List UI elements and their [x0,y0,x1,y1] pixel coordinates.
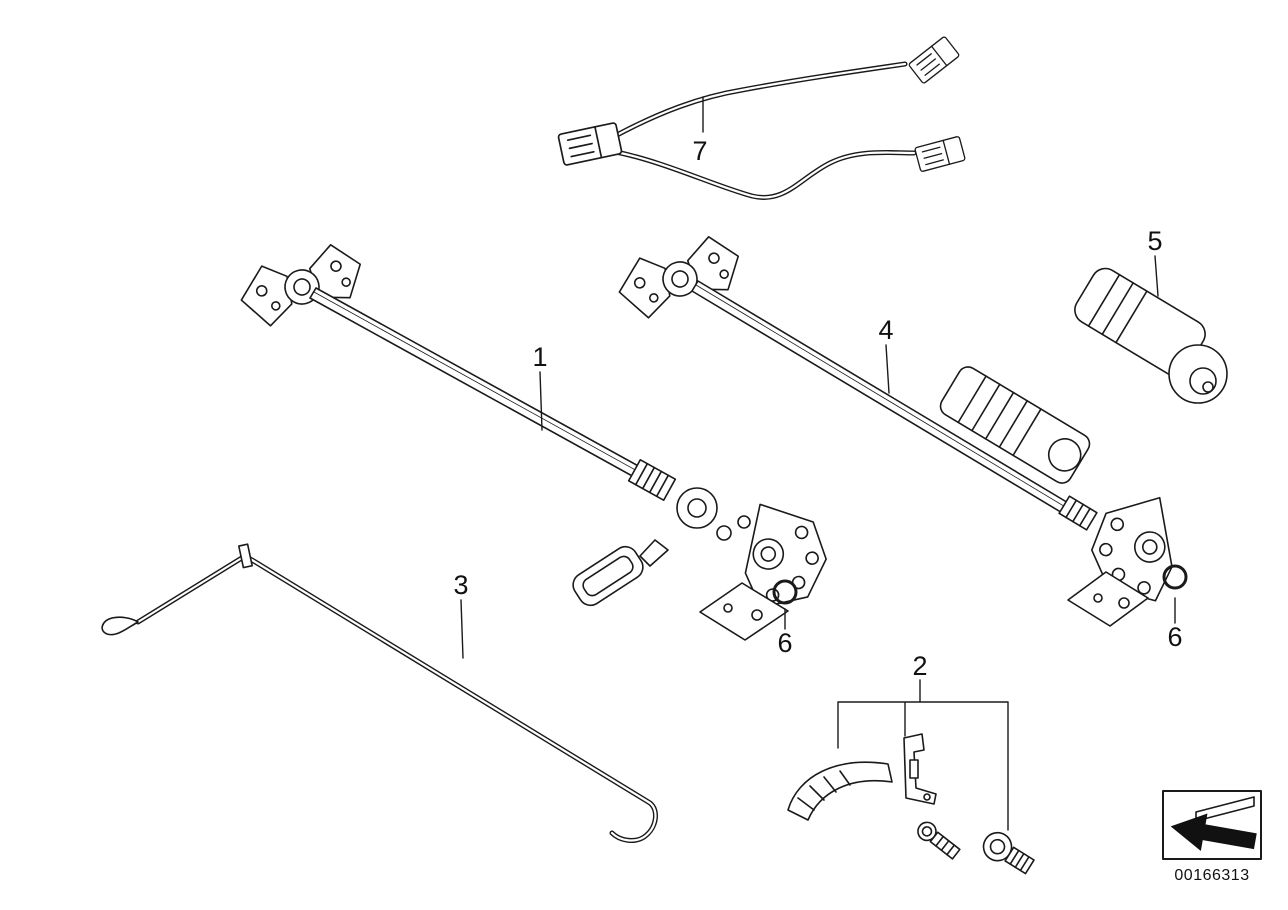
cable-connector-top-right [907,35,961,85]
arrow-icon [1170,813,1257,851]
leader-line-1 [539,371,543,431]
shaft-coupling-1 [627,459,677,501]
cable-connector-left [557,121,623,167]
lower-wing-1 [699,582,789,641]
callout-3: 3 [453,570,468,600]
screw-small [917,821,961,860]
callout-4: 4 [878,315,893,345]
rod-hook-left [101,616,139,636]
bracket-line-2 [837,679,1009,831]
rod-clip [238,543,253,569]
part-6-oring-right [1162,564,1188,590]
callout-7: 7 [692,136,707,166]
handle-cap [787,761,893,821]
part-2-handle-hardware [787,733,1035,875]
lower-wing-4 [1067,571,1149,627]
bolt-socket-head [982,831,1035,875]
part-number: 00166313 [1174,867,1249,884]
leader-line-4 [885,344,890,394]
callout-1: 1 [532,342,547,372]
callout-5: 5 [1147,226,1162,256]
cable-connector-mid-right [913,135,967,173]
part-3-actuating-rod [101,543,658,843]
shaft-coupling-4 [1058,495,1098,531]
callout-2: 2 [912,651,927,681]
part-6-oring-left [772,579,798,605]
page-turn-icon [1162,790,1262,860]
leader-line-3 [460,599,464,659]
leader-lines [460,96,1176,831]
gear-drive-housing [939,366,1091,484]
callout-6a: 6 [777,628,792,658]
mount-bracket-small [903,733,937,805]
part-7-cable-harness [557,35,967,200]
part-1-tilt-shaft-assembly-left [232,238,834,641]
release-lever-1 [572,545,644,607]
shaft-tube-1 [309,287,652,484]
leader-line-5 [1154,255,1159,297]
callout-6b: 6 [1167,622,1182,652]
part-4-tilt-shaft-assembly-right [610,230,1228,627]
